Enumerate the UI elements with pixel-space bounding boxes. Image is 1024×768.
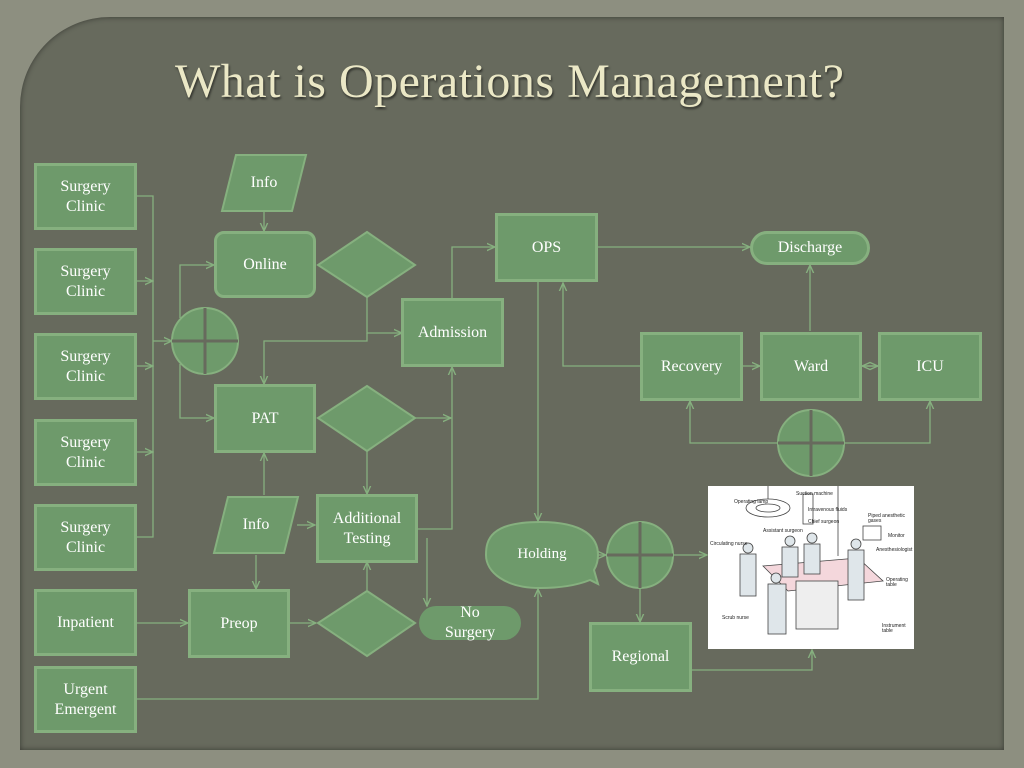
label-circulating-nurse: Circulating nurse [710, 541, 748, 547]
icu-node[interactable]: ICU [878, 332, 982, 401]
label-operating-table: Operating table [886, 577, 908, 588]
label-suction-machine: Suction machine [796, 491, 833, 497]
label-instrument-table: Instrument table [882, 623, 906, 634]
admission-node[interactable]: Admission [401, 298, 504, 367]
label-scrub-nurse: Scrub nurse [722, 615, 749, 621]
label-anesthesiologist: Anesthesiologist [876, 547, 913, 553]
source-surgery-clinic-5[interactable]: Surgery Clinic [34, 504, 137, 571]
source-inpatient[interactable]: Inpatient [34, 589, 137, 656]
source-surgery-clinic-1[interactable]: Surgery Clinic [34, 163, 137, 230]
preop-node[interactable]: Preop [188, 589, 290, 658]
ops-node[interactable]: OPS [495, 213, 598, 282]
holding-bubble [484, 520, 600, 590]
decision-diamond-preop [316, 589, 417, 658]
operating-room-drawing [739, 486, 884, 635]
source-surgery-clinic-4[interactable]: Surgery Clinic [34, 419, 137, 486]
holding-node-label[interactable]: Holding [517, 546, 567, 562]
discharge-node[interactable]: Discharge [750, 231, 870, 265]
label-piped-anesthetic-gases: Piped anesthetic gases [868, 513, 905, 524]
source-surgery-clinic-2[interactable]: Surgery Clinic [34, 248, 137, 315]
no-surgery-node[interactable]: No Surgery [419, 604, 521, 641]
regional-node[interactable]: Regional [589, 622, 692, 692]
slide-title: What is Operations Management? [175, 55, 845, 108]
label-intravenous-fluids: Intravenous fluids [808, 507, 848, 513]
source-urgent-emergent[interactable]: Urgent Emergent [34, 666, 137, 733]
ward-node[interactable]: Ward [760, 332, 862, 401]
info-top-node[interactable]: Info [220, 154, 308, 212]
operating-room-illustration: Operating lamp Suction machine Intraveno… [708, 486, 914, 649]
source-surgery-clinic-3[interactable]: Surgery Clinic [34, 333, 137, 400]
pat-node[interactable]: PAT [214, 384, 316, 453]
decision-diamond-pat [316, 384, 417, 453]
label-operating-lamp: Operating lamp [734, 499, 769, 505]
additional-testing-node[interactable]: Additional Testing [316, 494, 418, 563]
recovery-node[interactable]: Recovery [640, 332, 743, 401]
online-node[interactable]: Online [214, 231, 316, 298]
decision-diamond-online [316, 230, 417, 299]
label-chief-surgeon: Chief surgeon [808, 519, 840, 525]
info-bottom-node[interactable]: Info [212, 496, 300, 554]
label-assistant-surgeon: Assistant surgeon [763, 528, 803, 534]
label-monitor: Monitor [888, 533, 905, 539]
